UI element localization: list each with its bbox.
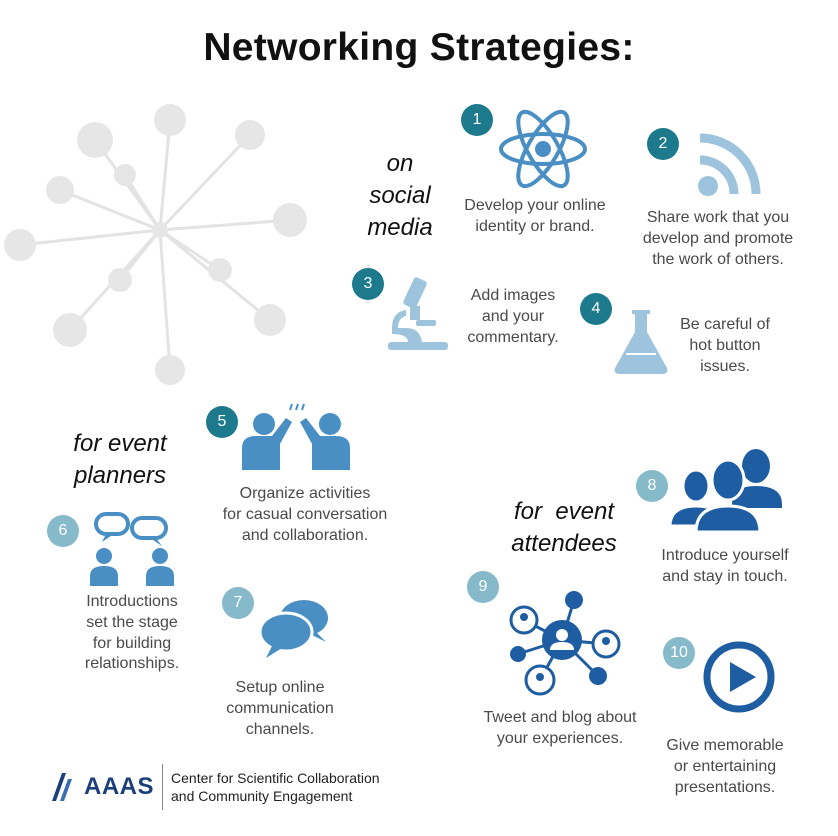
caption-line: channels. [245, 720, 315, 738]
caption-line: Tweet and blog about [483, 709, 637, 726]
step-caption-7: Setup online communication channels. [210, 678, 350, 740]
section-social-media: on social media [360, 148, 440, 244]
step-badge-7: 7 [222, 587, 254, 619]
section-event-attendees: for event attendees [494, 496, 634, 560]
network-icon [509, 591, 621, 696]
caption-line: your experiences. [496, 729, 624, 747]
caption-line: Share work that you [646, 209, 790, 226]
caption-line: and your [481, 307, 545, 325]
step-caption-6: Introductions set the stage for building… [62, 592, 202, 675]
step-badge-1: 1 [461, 104, 493, 136]
section-line: social [369, 181, 431, 209]
step-badge-6: 6 [47, 515, 79, 547]
caption-line: Add images [470, 287, 556, 304]
conversation-icon [90, 512, 174, 586]
caption-line: Give memorable [666, 737, 784, 754]
step-badge-8: 8 [636, 470, 668, 502]
step-caption-4: Be careful of hot button issues. [660, 315, 790, 377]
logo-text: Center for Scientific Collaboration and … [171, 769, 380, 805]
microscope-icon [388, 277, 448, 350]
caption-line: Be careful of [680, 316, 770, 333]
logo-mark: AAAS [84, 773, 155, 800]
section-line: for event [73, 430, 167, 457]
step-caption-9: Tweet and blog about your experiences. [460, 708, 660, 750]
step-badge-9: 9 [467, 571, 499, 603]
step-caption-8: Introduce yourself and stay in touch. [630, 546, 820, 588]
step-badge-10: 10 [663, 637, 695, 669]
section-event-planners: for event planners [55, 428, 185, 492]
section-line: planners [73, 461, 167, 489]
rss-icon [698, 133, 761, 196]
step-caption-10: Give memorable or entertaining presentat… [650, 736, 800, 798]
caption-line: communication [226, 699, 334, 717]
caption-line: Setup online [235, 679, 325, 696]
aaas-emblem-icon [52, 773, 72, 801]
caption-line: Develop your online [464, 197, 606, 214]
section-line: attendees [511, 529, 617, 557]
flask-icon [614, 310, 668, 374]
caption-line: the work of others. [652, 250, 784, 268]
caption-line: for casual conversation [222, 505, 388, 523]
step-caption-2: Share work that you develop and promote … [618, 208, 818, 270]
step-badge-3: 3 [352, 268, 384, 300]
page-title: Networking Strategies: [203, 26, 635, 69]
caption-line: identity or brand. [475, 217, 595, 235]
step-caption-1: Develop your online identity or brand. [440, 196, 630, 238]
caption-line: and collaboration. [241, 526, 369, 544]
play-icon [703, 641, 775, 713]
high-five-icon [242, 403, 350, 470]
section-line: for event [513, 498, 615, 525]
chat-bubbles-icon [258, 600, 328, 658]
logo-line-2: and Community Engagement [171, 788, 353, 804]
caption-line: and stay in touch. [662, 567, 788, 585]
aaas-logo: AAAS Center for Scientific Collaboration… [50, 764, 380, 810]
group-icon [668, 449, 782, 534]
dandelion-illustration [4, 104, 307, 385]
caption-line: hot button [689, 336, 761, 354]
caption-line: for building [92, 634, 172, 652]
step-badge-5: 5 [206, 406, 238, 438]
step-badge-4: 4 [580, 293, 612, 325]
step-caption-3: Add images and your commentary. [448, 286, 578, 348]
atom-icon [499, 109, 587, 189]
caption-line: Introduce yourself [661, 547, 789, 564]
logo-line-1: Center for Scientific Collaboration [171, 769, 380, 786]
caption-line: Introductions [86, 593, 178, 610]
caption-line: relationships. [84, 655, 180, 673]
caption-line: develop and promote [642, 229, 794, 247]
step-badge-2: 2 [647, 128, 679, 160]
section-line: media [367, 213, 433, 241]
caption-line: issues. [700, 357, 750, 375]
step-caption-5: Organize activities for casual conversat… [200, 484, 410, 546]
caption-line: Organize activities [239, 485, 371, 502]
caption-line: presentations. [674, 778, 776, 796]
caption-line: commentary. [467, 328, 559, 346]
logo-divider [162, 764, 164, 810]
caption-line: set the stage [86, 613, 178, 631]
section-line: on [386, 150, 414, 177]
caption-line: or entertaining [673, 757, 777, 775]
